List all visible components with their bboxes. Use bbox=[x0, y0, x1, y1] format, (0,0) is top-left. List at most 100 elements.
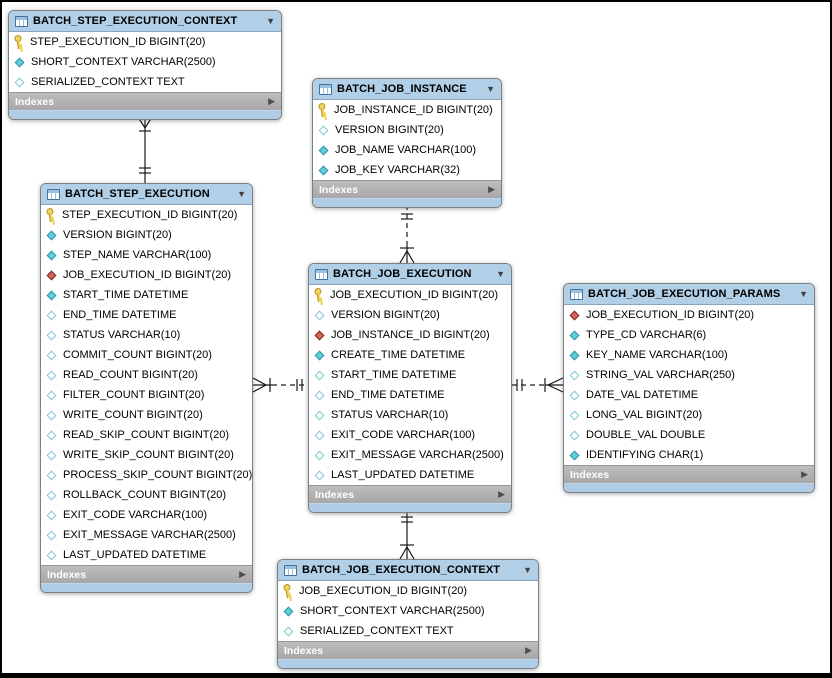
column-row[interactable]: VERSION BIGINT(20) bbox=[309, 305, 511, 325]
column-row[interactable]: STATUS VARCHAR(10) bbox=[309, 405, 511, 425]
relationship-job-instance-job-execution[interactable] bbox=[399, 205, 415, 264]
column-row[interactable]: WRITE_COUNT BIGINT(20) bbox=[41, 405, 252, 425]
foreign-key-icon bbox=[314, 330, 325, 340]
column-row[interactable]: DATE_VAL DATETIME bbox=[564, 385, 814, 405]
column-row[interactable]: START_TIME DATETIME bbox=[41, 285, 252, 305]
column-row[interactable]: IDENTIFYING CHAR(1) bbox=[564, 445, 814, 465]
relationship-job-execution-params[interactable] bbox=[512, 377, 564, 393]
column-row[interactable]: SHORT_CONTEXT VARCHAR(2500) bbox=[9, 52, 281, 72]
column-row[interactable]: STEP_EXECUTION_ID BIGINT(20) bbox=[9, 32, 281, 52]
column-row[interactable]: CREATE_TIME DATETIME bbox=[309, 345, 511, 365]
column-row[interactable]: STATUS VARCHAR(10) bbox=[41, 325, 252, 345]
column-row[interactable]: DOUBLE_VAL DOUBLE bbox=[564, 425, 814, 445]
column-row[interactable]: START_TIME DATETIME bbox=[309, 365, 511, 385]
column-row[interactable]: ROLLBACK_COUNT BIGINT(20) bbox=[41, 485, 252, 505]
table-batch-job-execution-context[interactable]: BATCH_JOB_EXECUTION_CONTEXT ▼ JOB_EXECUT… bbox=[277, 559, 539, 669]
table-header[interactable]: BATCH_STEP_EXECUTION ▼ bbox=[41, 184, 252, 205]
not-null-column-icon bbox=[314, 350, 325, 360]
column-row[interactable]: SHORT_CONTEXT VARCHAR(2500) bbox=[278, 601, 538, 621]
table-batch-job-execution-params[interactable]: BATCH_JOB_EXECUTION_PARAMS ▼ JOB_EXECUTI… bbox=[563, 283, 815, 493]
indexes-row[interactable]: Indexes ▶ bbox=[9, 92, 281, 110]
column-row[interactable]: JOB_EXECUTION_ID BIGINT(20) bbox=[564, 305, 814, 325]
primary-key-icon bbox=[313, 287, 324, 303]
nullable-column-icon bbox=[569, 370, 580, 380]
relationship-job-execution-step-execution[interactable] bbox=[252, 377, 308, 393]
column-list: STEP_EXECUTION_ID BIGINT(20)SHORT_CONTEX… bbox=[9, 32, 281, 92]
table-batch-step-execution-context[interactable]: BATCH_STEP_EXECUTION_CONTEXT ▼ STEP_EXEC… bbox=[8, 10, 282, 120]
relationship-step-execution-context[interactable] bbox=[137, 116, 153, 183]
column-label: COMMIT_COUNT BIGINT(20) bbox=[63, 349, 212, 361]
column-row[interactable]: LAST_UPDATED DATETIME bbox=[309, 465, 511, 485]
column-row[interactable]: PROCESS_SKIP_COUNT BIGINT(20) bbox=[41, 465, 252, 485]
column-label: IDENTIFYING CHAR(1) bbox=[586, 449, 704, 461]
column-row[interactable]: JOB_INSTANCE_ID BIGINT(20) bbox=[313, 100, 501, 120]
table-header[interactable]: BATCH_JOB_EXECUTION_CONTEXT ▼ bbox=[278, 560, 538, 581]
column-row[interactable]: END_TIME DATETIME bbox=[309, 385, 511, 405]
indexes-row[interactable]: Indexes ▶ bbox=[564, 465, 814, 483]
column-row[interactable]: JOB_KEY VARCHAR(32) bbox=[313, 160, 501, 180]
column-row[interactable]: END_TIME DATETIME bbox=[41, 305, 252, 325]
collapse-arrow-icon[interactable]: ▼ bbox=[486, 83, 495, 94]
table-batch-job-execution[interactable]: BATCH_JOB_EXECUTION ▼ JOB_EXECUTION_ID B… bbox=[308, 263, 512, 513]
indexes-label: Indexes bbox=[15, 95, 55, 108]
column-row[interactable]: STRING_VAL VARCHAR(250) bbox=[564, 365, 814, 385]
collapse-arrow-icon[interactable]: ▼ bbox=[237, 188, 246, 199]
column-row[interactable]: READ_SKIP_COUNT BIGINT(20) bbox=[41, 425, 252, 445]
table-batch-step-execution[interactable]: BATCH_STEP_EXECUTION ▼ STEP_EXECUTION_ID… bbox=[40, 183, 253, 593]
collapse-arrow-icon[interactable]: ▼ bbox=[266, 15, 275, 26]
column-list: JOB_INSTANCE_ID BIGINT(20) VERSION BIGINT… bbox=[313, 100, 501, 180]
not-null-column-icon bbox=[569, 450, 580, 460]
relationship-job-execution-context[interactable] bbox=[399, 510, 415, 560]
column-label: JOB_INSTANCE_ID BIGINT(20) bbox=[334, 104, 493, 116]
column-row[interactable]: STEP_EXECUTION_ID BIGINT(20) bbox=[41, 205, 252, 225]
indexes-row[interactable]: Indexes ▶ bbox=[41, 565, 252, 583]
column-row[interactable]: STEP_NAME VARCHAR(100) bbox=[41, 245, 252, 265]
column-row[interactable]: VERSION BIGINT(20) bbox=[313, 120, 501, 140]
table-title: BATCH_STEP_EXECUTION bbox=[65, 188, 210, 200]
indexes-row[interactable]: Indexes ▶ bbox=[313, 180, 501, 198]
column-row[interactable]: FILTER_COUNT BIGINT(20) bbox=[41, 385, 252, 405]
table-batch-job-instance[interactable]: BATCH_JOB_INSTANCE ▼ JOB_INSTANCE_ID BIG… bbox=[312, 78, 502, 208]
column-row[interactable]: TYPE_CD VARCHAR(6) bbox=[564, 325, 814, 345]
column-row[interactable]: JOB_NAME VARCHAR(100) bbox=[313, 140, 501, 160]
column-row[interactable]: SERIALIZED_CONTEXT TEXT bbox=[278, 621, 538, 641]
indexes-row[interactable]: Indexes ▶ bbox=[309, 485, 511, 503]
column-row[interactable]: VERSION BIGINT(20) bbox=[41, 225, 252, 245]
expand-indexes-icon[interactable]: ▶ bbox=[498, 489, 505, 499]
column-row[interactable]: JOB_EXECUTION_ID BIGINT(20) bbox=[41, 265, 252, 285]
expand-indexes-icon[interactable]: ▶ bbox=[488, 184, 495, 194]
collapse-arrow-icon[interactable]: ▼ bbox=[799, 288, 808, 299]
table-icon bbox=[15, 15, 28, 27]
nullable-column-icon bbox=[318, 125, 329, 135]
column-row[interactable]: EXIT_MESSAGE VARCHAR(2500) bbox=[309, 445, 511, 465]
table-bottom-strip bbox=[9, 110, 281, 119]
column-row[interactable]: LONG_VAL BIGINT(20) bbox=[564, 405, 814, 425]
expand-indexes-icon[interactable]: ▶ bbox=[525, 645, 532, 655]
table-title: BATCH_JOB_EXECUTION_PARAMS bbox=[588, 288, 781, 300]
column-row[interactable]: EXIT_MESSAGE VARCHAR(2500) bbox=[41, 525, 252, 545]
column-row[interactable]: JOB_EXECUTION_ID BIGINT(20) bbox=[309, 285, 511, 305]
column-row[interactable]: SERIALIZED_CONTEXT TEXT bbox=[9, 72, 281, 92]
table-header[interactable]: BATCH_JOB_EXECUTION_PARAMS ▼ bbox=[564, 284, 814, 305]
indexes-row[interactable]: Indexes ▶ bbox=[278, 641, 538, 659]
table-header[interactable]: BATCH_JOB_EXECUTION ▼ bbox=[309, 264, 511, 285]
column-label: TYPE_CD VARCHAR(6) bbox=[586, 329, 707, 341]
column-row[interactable]: COMMIT_COUNT BIGINT(20) bbox=[41, 345, 252, 365]
column-row[interactable]: EXIT_CODE VARCHAR(100) bbox=[41, 505, 252, 525]
column-row[interactable]: READ_COUNT BIGINT(20) bbox=[41, 365, 252, 385]
column-row[interactable]: JOB_EXECUTION_ID BIGINT(20) bbox=[278, 581, 538, 601]
table-header[interactable]: BATCH_JOB_INSTANCE ▼ bbox=[313, 79, 501, 100]
collapse-arrow-icon[interactable]: ▼ bbox=[523, 564, 532, 575]
collapse-arrow-icon[interactable]: ▼ bbox=[496, 268, 505, 279]
expand-indexes-icon[interactable]: ▶ bbox=[801, 469, 808, 479]
column-row[interactable]: KEY_NAME VARCHAR(100) bbox=[564, 345, 814, 365]
expand-indexes-icon[interactable]: ▶ bbox=[239, 569, 246, 579]
column-row[interactable]: WRITE_SKIP_COUNT BIGINT(20) bbox=[41, 445, 252, 465]
column-row[interactable]: LAST_UPDATED DATETIME bbox=[41, 545, 252, 565]
column-label: STATUS VARCHAR(10) bbox=[331, 409, 449, 421]
column-row[interactable]: EXIT_CODE VARCHAR(100) bbox=[309, 425, 511, 445]
expand-indexes-icon[interactable]: ▶ bbox=[268, 96, 275, 106]
table-header[interactable]: BATCH_STEP_EXECUTION_CONTEXT ▼ bbox=[9, 11, 281, 32]
column-row[interactable]: JOB_INSTANCE_ID BIGINT(20) bbox=[309, 325, 511, 345]
